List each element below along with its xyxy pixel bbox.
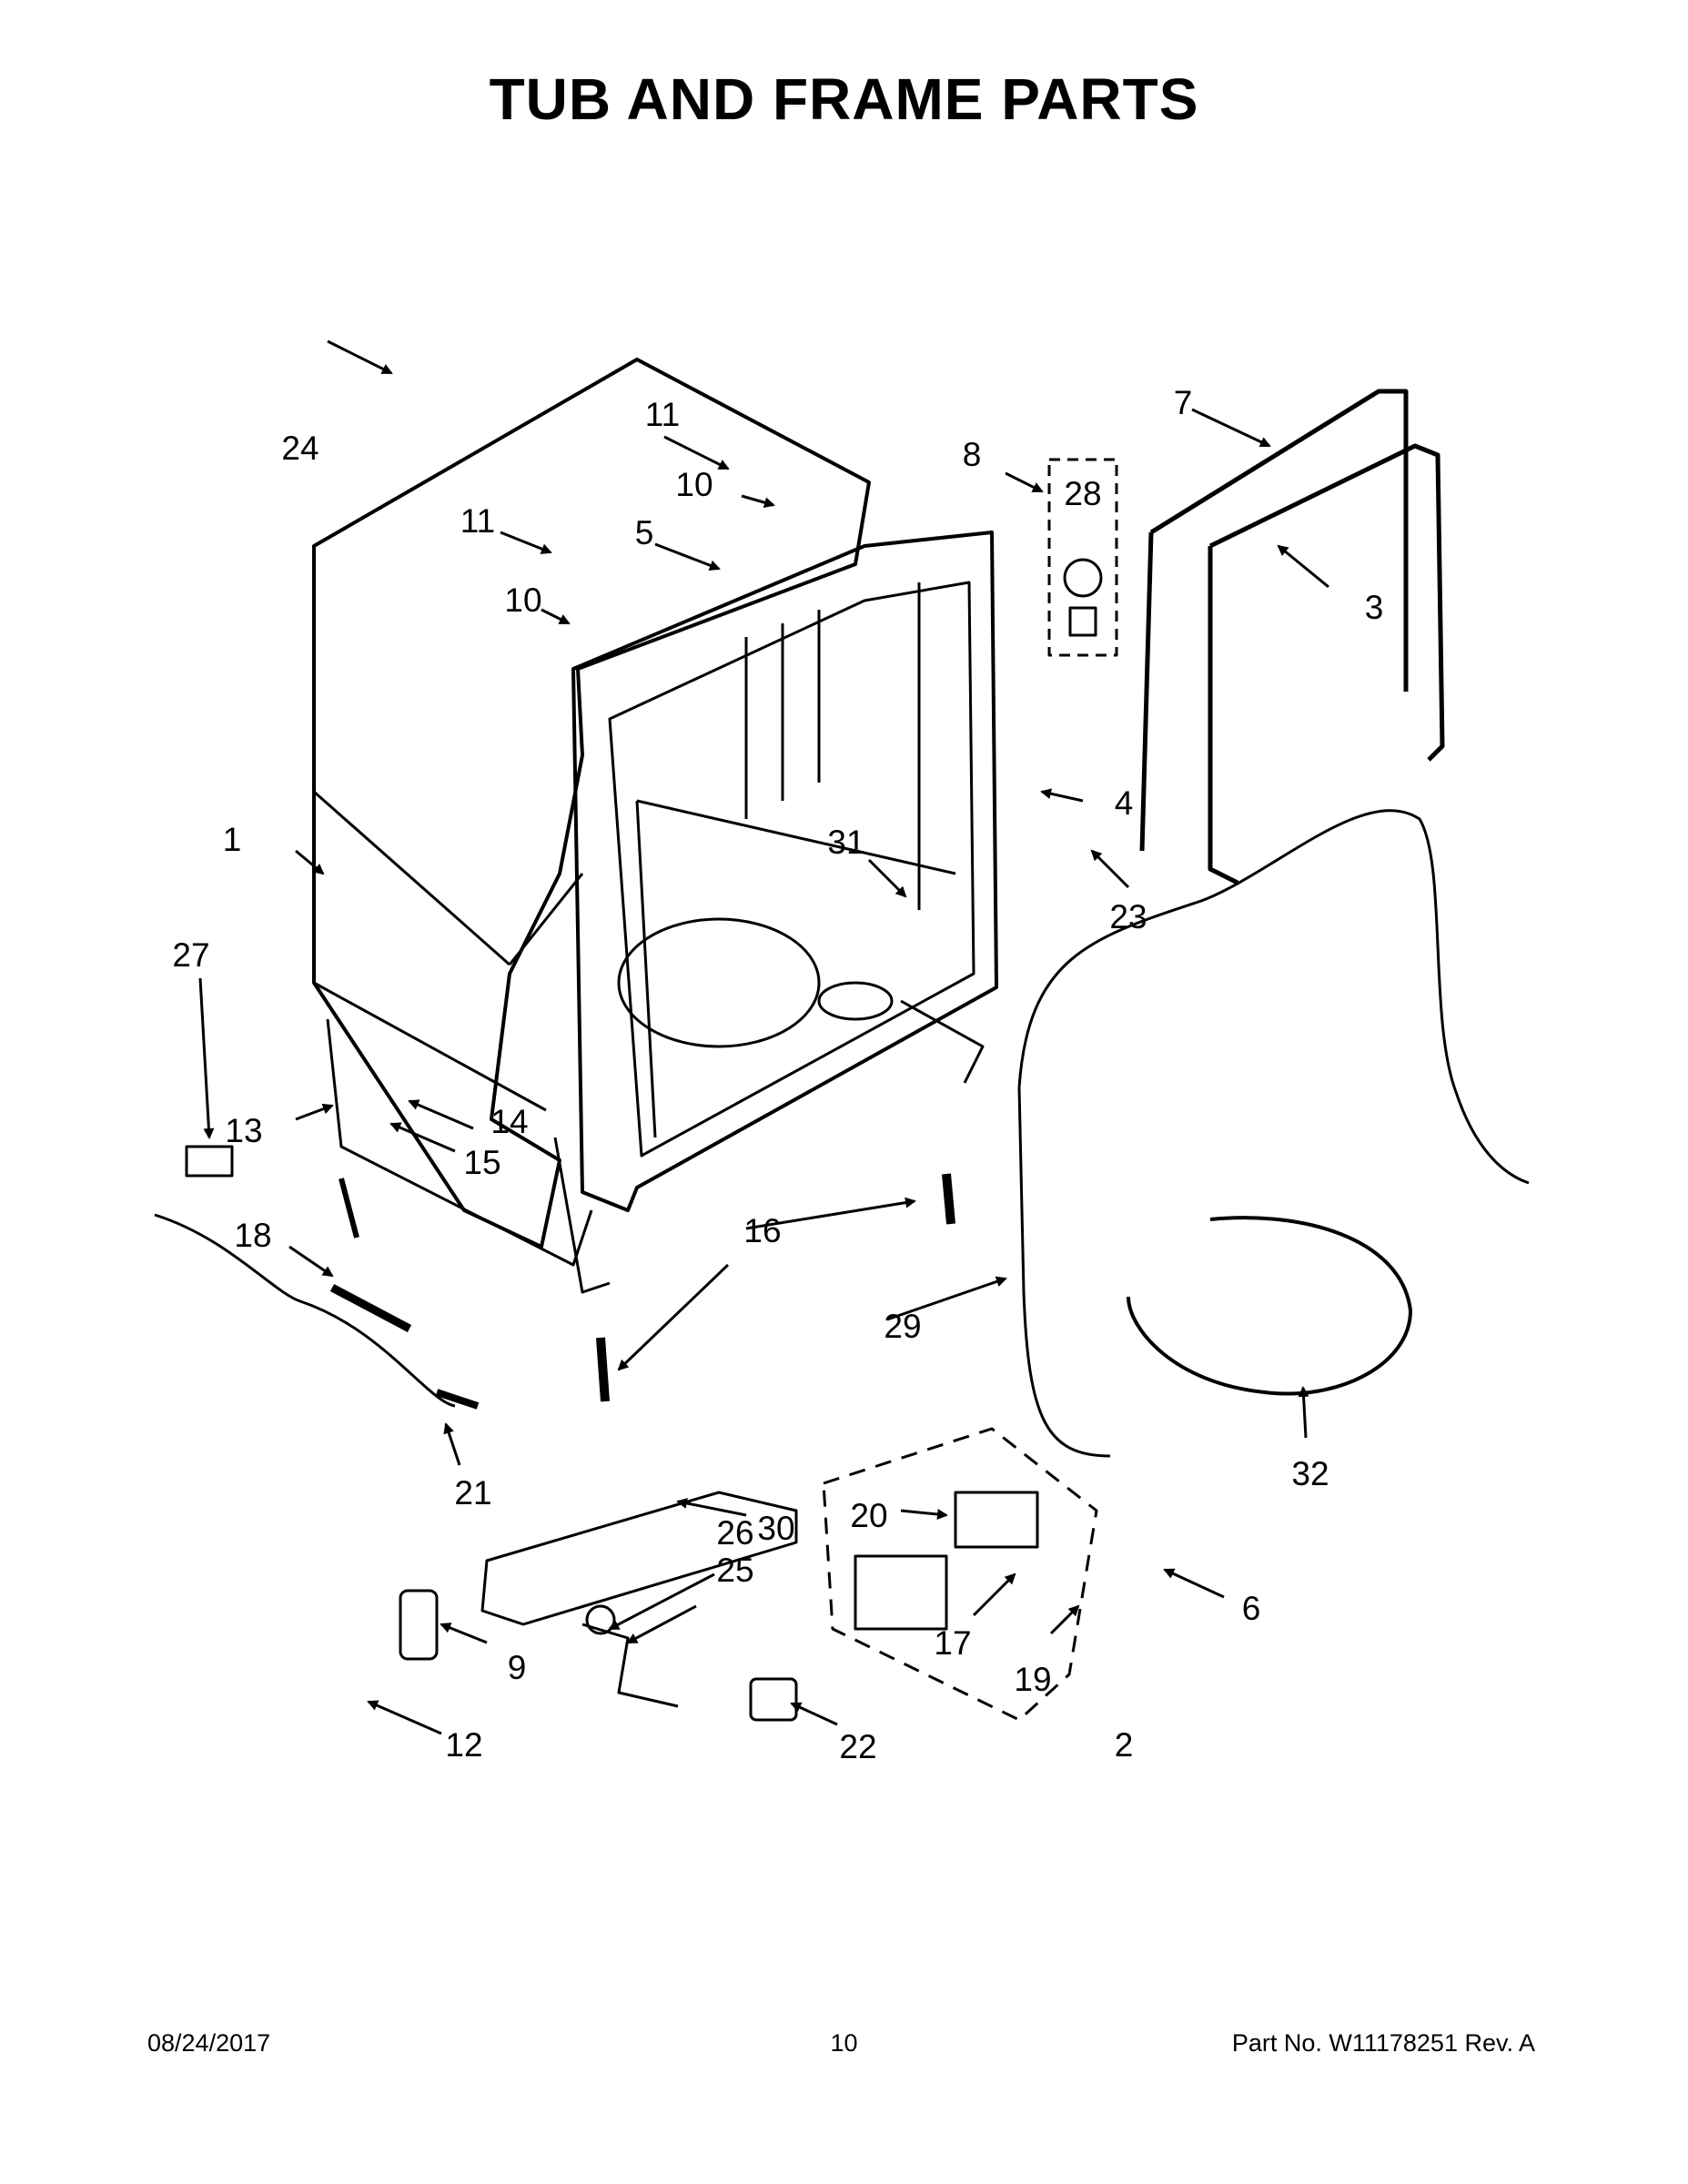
part-18-cable — [154, 1213, 456, 1408]
door-gasket-outer — [1139, 389, 1409, 852]
part-9-pad — [399, 1589, 439, 1661]
callout-16a: 16 — [743, 1212, 781, 1249]
part-18-spring — [329, 1284, 412, 1332]
part-26-cap — [585, 1604, 616, 1635]
tub-shell — [312, 358, 871, 1249]
callout-23: 23 — [1109, 898, 1147, 935]
door-gasket-inner — [1208, 443, 1445, 885]
callout-30: 30 — [757, 1510, 794, 1547]
part-2-dashed-group — [822, 1427, 1098, 1722]
callout-32: 32 — [1291, 1455, 1329, 1492]
callout-26: 26 — [716, 1514, 753, 1552]
callout-13: 13 — [225, 1112, 262, 1149]
part-21-hook — [435, 1389, 480, 1410]
part-16-leg-right — [942, 1173, 955, 1225]
callout-9: 9 — [508, 1649, 527, 1686]
callout-31: 31 — [827, 824, 864, 861]
drain-hose — [1127, 1216, 1412, 1396]
callout-7: 7 — [1174, 384, 1193, 421]
callout-25: 25 — [716, 1552, 753, 1589]
part-25-bracket — [581, 1623, 679, 1708]
callout-17: 17 — [934, 1624, 971, 1662]
part-27-block — [185, 1145, 234, 1178]
callout-29: 29 — [884, 1308, 921, 1345]
footer-part-number: Part No. W11178251 Rev. A — [1231, 2029, 1535, 2057]
part-20-bracket — [954, 1491, 1039, 1549]
footer-date: 08/24/2017 — [147, 2029, 271, 2057]
callout-19: 19 — [1014, 1661, 1051, 1698]
callout-2: 2 — [1115, 1726, 1134, 1764]
callout-21: 21 — [454, 1474, 491, 1512]
part-12-screw — [339, 1178, 359, 1239]
callout-10b: 10 — [675, 466, 713, 503]
callout-18: 18 — [234, 1217, 271, 1254]
part-30-panel — [480, 1491, 798, 1626]
tub-front-frame — [571, 531, 998, 1212]
page-title: TUB AND FRAME PARTS — [489, 66, 1199, 132]
callout-10a: 10 — [504, 581, 541, 619]
callout-12: 12 — [445, 1726, 482, 1764]
part-16-leg-left — [596, 1337, 610, 1402]
callout-20: 20 — [850, 1497, 887, 1534]
kit-28-box — [1047, 458, 1118, 657]
callout-28: 28 — [1064, 475, 1101, 512]
callout-5: 5 — [635, 514, 654, 551]
bottom-parts — [154, 1145, 1098, 1722]
base-frame — [326, 999, 985, 1294]
part-22-clip — [749, 1677, 798, 1722]
callout-24: 24 — [281, 430, 318, 467]
callout-27: 27 — [172, 936, 209, 974]
callout-6: 6 — [1242, 1590, 1261, 1627]
callout-11a: 11 — [460, 502, 495, 540]
callout-22: 22 — [839, 1728, 876, 1765]
callout-4: 4 — [1115, 784, 1134, 822]
wire-harness — [1017, 809, 1530, 1458]
callout-14: 14 — [490, 1103, 528, 1140]
callout-11b: 11 — [645, 396, 680, 433]
callout-1: 1 — [223, 821, 242, 858]
footer-page-number: 10 — [830, 2029, 858, 2057]
callout-3: 3 — [1365, 589, 1384, 626]
part-2-housing — [854, 1554, 948, 1631]
callout-8: 8 — [963, 436, 982, 473]
callout-15: 15 — [463, 1144, 500, 1181]
